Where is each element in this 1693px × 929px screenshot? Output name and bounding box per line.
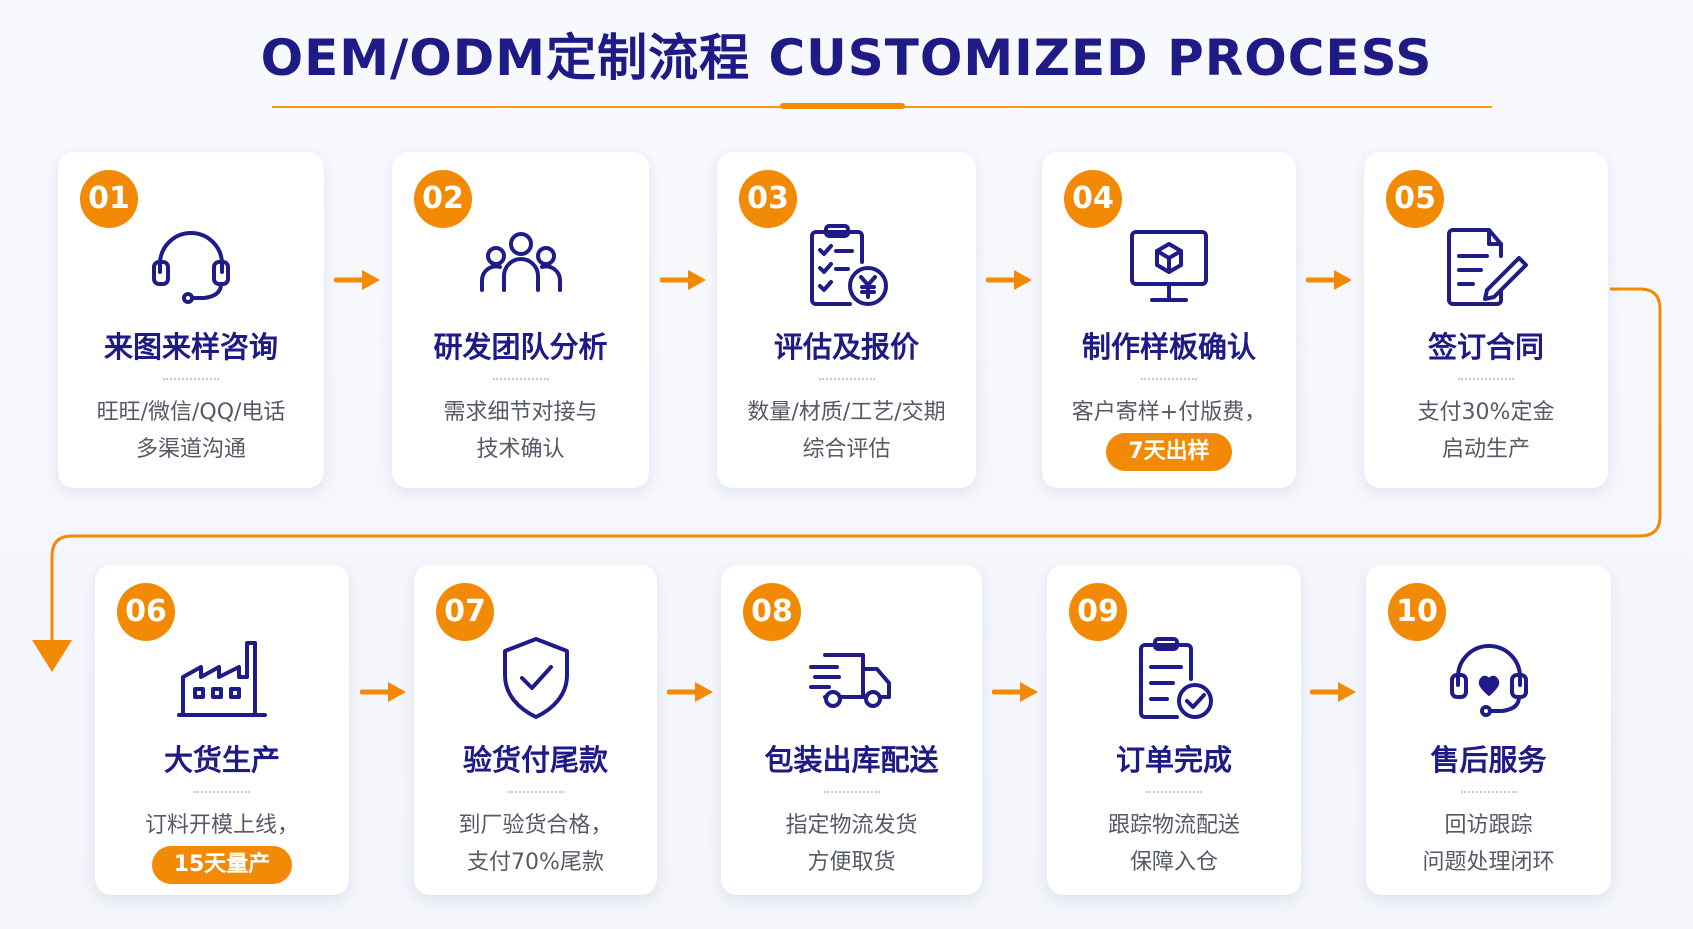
step-title: 来图来样咨询: [103, 330, 278, 364]
step-description-line: 启动生产: [1441, 437, 1530, 462]
step-description-line: 客户寄样+付版费，: [1071, 400, 1267, 425]
divider: [1458, 378, 1514, 380]
step-description-line: 到厂验货合格，: [458, 813, 613, 838]
step-number-badge: 08: [743, 583, 801, 641]
factory-icon: [177, 633, 267, 723]
step-title: 制作样板确认: [1081, 330, 1256, 364]
quote-clipboard-icon: [802, 220, 892, 310]
step-number-badge: 02: [414, 170, 472, 228]
step-description-line: 问题处理闭环: [1422, 850, 1555, 875]
step-description: 客户寄样+付版费， 7天出样: [1042, 394, 1296, 471]
step-title: 签订合同: [1427, 330, 1544, 364]
step-card-04: 04 制作样板确认客户寄样+付版费， 7天出样: [1042, 152, 1296, 488]
step-card-01: 01 来图来样咨询旺旺/微信/QQ/电话多渠道沟通: [58, 152, 324, 488]
step-title: 售后服务: [1430, 743, 1547, 777]
step-card-10: 10 售后服务回访跟踪问题处理闭环: [1366, 565, 1611, 895]
step-card-07: 07 验货付尾款到厂验货合格， 支付70%尾款: [414, 565, 657, 895]
step-description-line: 订料开模上线，: [144, 813, 299, 838]
step-description-line: 旺旺/微信/QQ/电话: [96, 400, 286, 425]
step-description-line: 数量/材质/工艺/交期: [747, 400, 946, 425]
arrow-right-icon: [986, 268, 1032, 292]
step-title: 评估及报价: [773, 330, 919, 364]
step-title: 研发团队分析: [433, 330, 608, 364]
divider: [1141, 378, 1197, 380]
step-number-badge: 04: [1064, 170, 1122, 228]
step-number-badge: 09: [1069, 583, 1127, 641]
title-underline-accent: [780, 103, 905, 109]
arrow-right-icon: [360, 680, 406, 704]
step-number-badge: 07: [436, 583, 494, 641]
contract-sign-icon: [1441, 220, 1531, 310]
divider: [1146, 791, 1202, 793]
step-number-badge: 03: [739, 170, 797, 228]
arrow-right-icon: [992, 680, 1038, 704]
step-description-line: 跟踪物流配送: [1107, 813, 1240, 838]
step-number-badge: 05: [1386, 170, 1444, 228]
highlight-badge: 15天量产: [151, 846, 293, 884]
divider: [492, 378, 549, 380]
step-description-line: 多渠道沟通: [135, 437, 246, 462]
step-description-line: 回访跟踪: [1444, 813, 1533, 838]
step-title: 大货生产: [163, 743, 280, 777]
delivery-truck-icon: [807, 633, 897, 723]
shield-check-icon: [491, 633, 581, 723]
step-card-09: 09 订单完成跟踪物流配送保障入仓: [1047, 565, 1301, 895]
step-description: 指定物流发货方便取货: [721, 807, 982, 881]
step-description: 到厂验货合格， 支付70%尾款: [414, 807, 657, 881]
step-description-line: 技术确认: [476, 437, 565, 462]
step-description-line: 指定物流发货: [785, 813, 918, 838]
step-card-03: 03 评估及报价数量/材质/工艺/交期综合评估: [717, 152, 976, 488]
step-description-line: 支付70%尾款: [467, 850, 604, 875]
divider: [823, 791, 880, 793]
step-card-02: 02 研发团队分析需求细节对接与技术确认: [392, 152, 649, 488]
step-description-line: 需求细节对接与: [443, 400, 598, 425]
step-description: 旺旺/微信/QQ/电话多渠道沟通: [58, 394, 324, 468]
headset-heart-icon: [1444, 633, 1534, 723]
step-card-06: 06 大货生产订料开模上线， 15天量产: [95, 565, 349, 895]
step-description: 支付30%定金启动生产: [1364, 394, 1608, 468]
divider: [507, 791, 564, 793]
page-title: OEM/ODM定制流程 CUSTOMIZED PROCESS: [260, 29, 1433, 87]
step-description: 跟踪物流配送保障入仓: [1047, 807, 1301, 881]
headset-icon: [146, 220, 236, 310]
clipboard-check-icon: [1129, 633, 1219, 723]
divider: [818, 378, 875, 380]
step-title: 验货付尾款: [462, 743, 608, 777]
step-description: 回访跟踪问题处理闭环: [1366, 807, 1611, 881]
monitor-3d-icon: [1124, 220, 1214, 310]
step-description: 需求细节对接与技术确认: [392, 394, 649, 468]
step-card-08: 08 包装出库配送指定物流发货方便取货: [721, 565, 982, 895]
step-number-badge: 01: [80, 170, 138, 228]
step-number-badge: 10: [1388, 583, 1446, 641]
step-title: 订单完成: [1115, 743, 1232, 777]
arrow-right-icon: [334, 268, 380, 292]
step-title: 包装出库配送: [764, 743, 939, 777]
step-description-line: 保障入仓: [1129, 850, 1218, 875]
step-card-05: 05 签订合同支付30%定金启动生产: [1364, 152, 1608, 488]
arrow-right-icon: [667, 680, 713, 704]
step-description-line: 方便取货: [807, 850, 896, 875]
step-description: 数量/材质/工艺/交期综合评估: [717, 394, 976, 468]
arrow-right-icon: [660, 268, 706, 292]
divider: [1460, 791, 1517, 793]
highlight-badge: 7天出样: [1106, 433, 1232, 471]
step-description-line: 综合评估: [802, 437, 891, 462]
team-icon: [476, 220, 566, 310]
step-number-badge: 06: [117, 583, 175, 641]
step-description: 订料开模上线， 15天量产: [95, 807, 349, 884]
arrow-right-icon: [1306, 268, 1352, 292]
arrow-right-icon: [1310, 680, 1356, 704]
step-description-line: 支付30%定金: [1417, 400, 1555, 425]
divider: [194, 791, 250, 793]
divider: [163, 378, 219, 380]
